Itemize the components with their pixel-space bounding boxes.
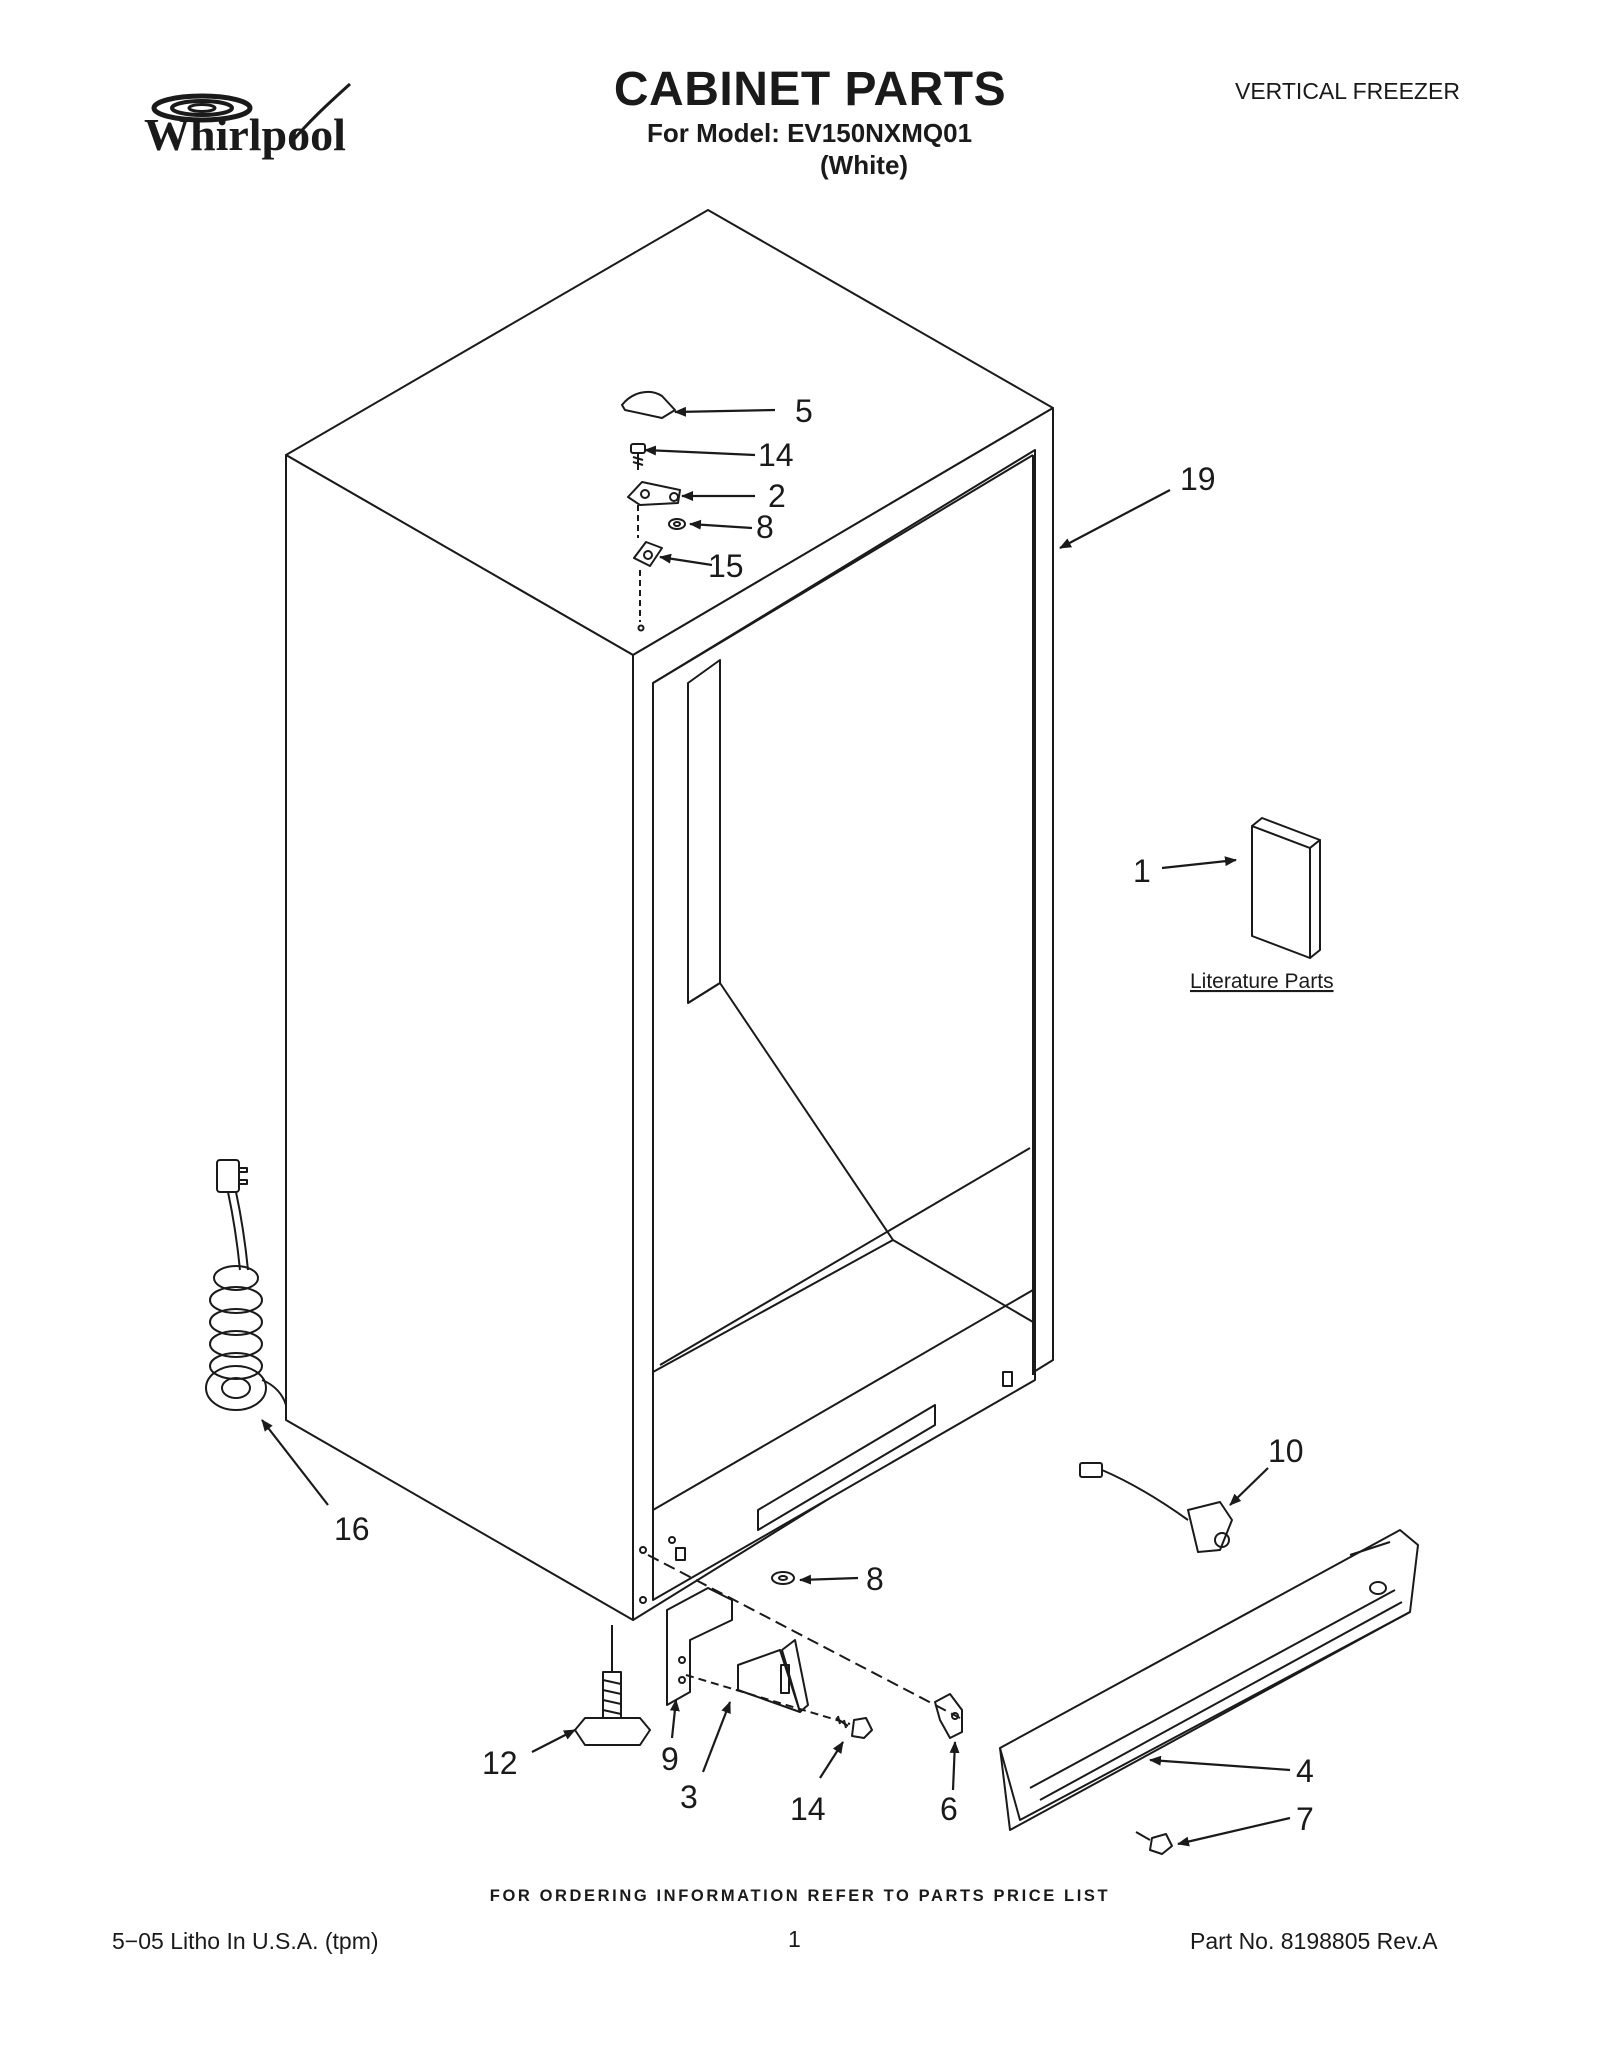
callout-8-bottom: 8 xyxy=(866,1561,884,1597)
callout-9: 9 xyxy=(661,1741,679,1777)
hinge-screw-bottom xyxy=(835,1715,873,1739)
ordering-note: FOR ORDERING INFORMATION REFER TO PARTS … xyxy=(489,1887,1111,1905)
callout-12: 12 xyxy=(482,1745,518,1781)
leveling-leg xyxy=(574,1625,651,1746)
part-number: Part No. 8198805 Rev.A xyxy=(1190,1928,1438,1954)
callout-1: 1 xyxy=(1133,853,1151,889)
whirlpool-logo: Whirlpool xyxy=(144,82,352,160)
page-number: 1 xyxy=(788,1926,801,1952)
hinge-shim xyxy=(633,541,663,567)
hinge-support xyxy=(737,1639,809,1713)
callout-15: 15 xyxy=(708,548,744,584)
cabinet-body xyxy=(285,209,1054,1621)
callout-16: 16 xyxy=(334,1511,370,1547)
hinge-washer-bottom xyxy=(771,1571,795,1585)
callout-3: 3 xyxy=(680,1779,698,1815)
model-number: For Model: EV150NXMQ01 xyxy=(647,118,973,148)
callout-14-top: 14 xyxy=(758,437,794,473)
hinge-cover xyxy=(621,390,676,419)
callout-14-bottom: 14 xyxy=(790,1791,826,1827)
callout-8-top: 8 xyxy=(756,509,774,545)
bottom-hinge-bracket xyxy=(666,1587,733,1706)
hinge-washer-top xyxy=(668,518,686,530)
callout-2: 2 xyxy=(768,478,786,514)
brand-wordmark: Whirlpool xyxy=(144,109,346,160)
literature-parts xyxy=(1251,817,1321,959)
top-hinge xyxy=(627,481,681,506)
temperature-control xyxy=(1079,1462,1233,1553)
callout-10: 10 xyxy=(1268,1433,1304,1469)
callout-7: 7 xyxy=(1296,1801,1314,1837)
callout-5: 5 xyxy=(795,393,813,429)
callout-19: 19 xyxy=(1180,461,1216,497)
callout-6: 6 xyxy=(940,1791,958,1827)
power-cord xyxy=(205,1159,287,1411)
literature-parts-label: Literature Parts xyxy=(1190,970,1334,993)
model-color: (White) xyxy=(820,150,909,180)
litho-info: 5−05 Litho In U.S.A. (tpm) xyxy=(112,1928,379,1954)
product-category: VERTICAL FREEZER xyxy=(1235,78,1460,104)
toe-grille-screw xyxy=(1135,1831,1173,1855)
toe-grille xyxy=(999,1529,1419,1831)
page-title: CABINET PARTS xyxy=(613,63,1007,116)
callout-4: 4 xyxy=(1296,1753,1314,1789)
